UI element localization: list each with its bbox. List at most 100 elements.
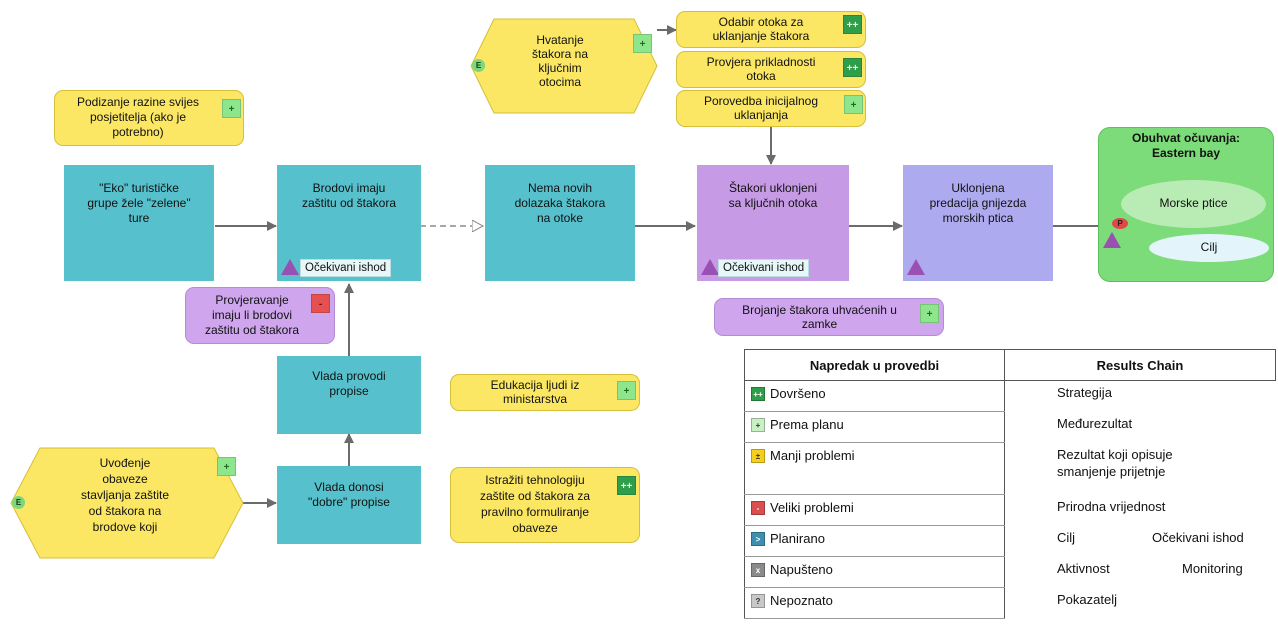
legend-chain-label: Strategija [1057,385,1112,400]
legend-progress-cell: > Planirano [744,525,1005,557]
legend-progress-cell: ++ Dovršeno [744,380,1005,412]
legend-chain-cell: Međurezultat [1005,412,1276,443]
target-title: Obuhvat očuvanja: Eastern bay [1131,131,1241,160]
activity-odabir[interactable]: Odabir otoka za uklanjanje štakora ++ [676,11,866,48]
cilj-oval[interactable]: Cilj [1149,234,1269,262]
cilj-text: Cilj [1200,240,1218,254]
on-track-badge: + [222,99,241,118]
on-track-badge: + [617,381,636,400]
eko-text: "Eko" turističke grupe žele "zelene" tur… [87,181,191,225]
podizanje-text: Podizanje razine svijes posjetitelja (ak… [76,95,200,139]
hvatanje-text: Hvatanje štakora na ključnim otocima [531,33,589,89]
activity-uvodenje-hexagon[interactable]: Uvođenje obaveze stavljanja zaštite od š… [10,447,244,559]
legend-status-label: Dovršeno [770,386,826,401]
nema-text: Nema novih dolazaka štakora na otoke [514,181,606,225]
legend-status-swatch-icon: ± [751,449,765,463]
legend-row: ? Nepoznato Pokazatelj [744,587,1276,619]
legend-chain-cell: Prirodna vrijednost [1005,495,1276,526]
legend-chain-label-secondary: Očekivani ishod [1152,529,1244,545]
legend-status-label: Prema planu [770,417,844,432]
strategy-nema[interactable]: Nema novih dolazaka štakora na otoke [485,165,635,281]
legend-progress-cell: -Veliki problemi [744,494,1005,526]
legend-status-swatch-icon: + [751,418,765,432]
ocekivani-ishod-tag: Očekivani ishod [300,259,392,277]
expected-outcome-triangle-icon [281,259,299,275]
legend-chain-label: Pokazatelj [1057,591,1117,607]
activity-istraziti[interactable]: Istražiti tehnologiju zaštite od štakora… [450,467,640,543]
expected-outcome-triangle-icon [701,259,719,275]
legend-status-swatch-icon: ++ [751,387,765,401]
on-track-badge: + [920,304,939,323]
on-track-badge: + [633,34,652,53]
legend-chain-label: Prirodna vrijednost [1057,498,1166,514]
legend-table: Napredak u provedbi Results Chain ++Dovr… [744,349,1276,619]
completed-badge: ++ [843,58,862,77]
legend-chain-label: Međurezultat [1057,415,1133,431]
legend-row: -Veliki problemi Prirodna vrijednost [744,494,1276,526]
vlada-provodi-text: Vlada provodi propise [312,369,386,398]
stakori-text: Štakori uklonjeni sa ključnih otoka [728,181,818,210]
legend-header-chain: Results Chain [1004,349,1276,381]
legend-chain-cell: Aktivnost Monitoring [1005,557,1276,588]
activity-edukacija[interactable]: Edukacija ljudi iz ministarstva + [450,374,640,411]
legend-chain-label: Cilj [1057,529,1076,545]
legend-status-label: Manji problemi [770,448,855,463]
brojanje-text: Brojanje štakora uhvaćenih u zamke [742,303,897,331]
provjera-text: Provjera prikladnosti otoka [706,55,816,83]
strategy-vlada-provodi[interactable]: Vlada provodi propise [277,356,421,434]
p-badge: P [1112,218,1128,229]
monitoring-provjeravanje[interactable]: Provjeravanje imaju li brodovi zaštitu o… [185,287,335,344]
morske-ptice-text: Morske ptice [1159,196,1228,210]
activity-podizanje[interactable]: Podizanje razine svijes posjetitelja (ak… [54,90,244,146]
istraziti-text: Istražiti tehnologiju zaštite od štakora… [479,473,591,535]
monitoring-brojanje[interactable]: Brojanje štakora uhvaćenih u zamke + [714,298,944,336]
legend-row: > Planirano Cilj Očekivani ishod [744,525,1276,557]
legend-status-label: Planirano [770,531,825,546]
major-issues-badge: - [311,294,330,313]
activity-porovedba[interactable]: Porovedba inicijalnog uklanjanja + [676,90,866,127]
activity-provjera[interactable]: Provjera prikladnosti otoka ++ [676,51,866,88]
brodovi-text: Brodovi imaju zaštitu od štakora [301,181,397,210]
result-stakori[interactable]: Štakori uklonjeni sa ključnih otoka Oček… [697,165,849,281]
strategy-brodovi[interactable]: Brodovi imaju zaštitu od štakora Očekiva… [277,165,421,281]
strategy-eko[interactable]: "Eko" turističke grupe žele "zelene" tur… [64,165,214,281]
legend-progress-cell: + Prema planu [744,411,1005,443]
activity-hvatanje-hexagon[interactable]: Hvatanje štakora na ključnim otocima E + [470,18,658,114]
target-obuhvat[interactable]: Obuhvat očuvanja: Eastern bay Morske pti… [1098,127,1274,282]
legend-status-label: Nepoznato [770,593,833,608]
legend-chain-label-secondary: Monitoring [1182,560,1243,576]
legend-progress-cell: ± Manji problemi [744,442,1005,495]
legend-chain-label: Aktivnost [1057,560,1110,576]
morske-ptice-oval[interactable]: Morske ptice [1121,180,1266,228]
legend-status-swatch-icon: > [751,532,765,546]
on-track-badge: + [217,457,236,476]
ocekivani-ishod-tag: Očekivani ishod [718,259,810,277]
legend-progress-cell: x Napušteno [744,556,1005,588]
strategy-vlada-donosi[interactable]: Vlada donosi "dobre" propise [277,466,421,544]
e-badge: E [472,59,485,72]
target-triangle-icon [1103,232,1121,248]
legend-status-swatch-icon: ? [751,594,765,608]
legend-body: ++ Dovršeno Strategija + Prema planu Međurezu… [744,380,1276,619]
uklonjena-text: Uklonjena predacija gnijezda morskih pti… [929,181,1027,225]
odabir-text: Odabir otoka za uklanjanje štakora [712,15,810,43]
legend-chain-cell: Strategija [1005,381,1276,412]
porovedba-text: Porovedba inicijalnog uklanjanja [703,94,819,122]
result-uklonjena[interactable]: Uklonjena predacija gnijezda morskih pti… [903,165,1053,281]
completed-badge: ++ [617,476,636,495]
legend-progress-cell: ? Nepoznato [744,587,1005,619]
e-badge: E [12,496,25,509]
legend-chain-cell: Cilj Očekivani ishod [1005,526,1276,557]
on-track-badge: + [844,95,863,114]
legend-status-swatch-icon: x [751,563,765,577]
legend-row: x Napušteno Aktivnost Monitoring [744,556,1276,588]
legend-chain-cell: Pokazatelj [1005,588,1276,619]
expected-outcome-triangle-icon [907,259,925,275]
legend-status-label: Napušteno [770,562,833,577]
completed-badge: ++ [843,15,862,34]
vlada-donosi-text: Vlada donosi "dobre" propise [308,480,390,509]
provjeravanje-text: Provjeravanje imaju li brodovi zaštitu o… [204,293,300,337]
uvodenje-text: Uvođenje obaveze stavljanja zaštite od š… [80,456,170,534]
